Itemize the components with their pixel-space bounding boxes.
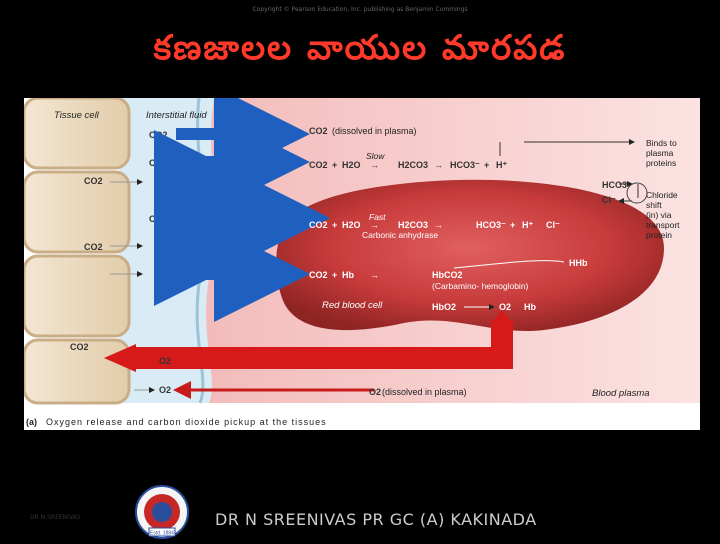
svg-text:→: → [434,220,443,230]
co2-left-2: CO2 [149,158,168,168]
svg-text:+: + [332,220,337,230]
footer-small-text: DR N SREENIVAS [30,514,81,521]
svg-text:CO2: CO2 [309,160,328,170]
svg-text:Cl⁻: Cl⁻ [546,220,560,230]
cl-right: Cl⁻ [602,195,616,205]
label-red-blood-cell: Red blood cell [322,300,383,311]
fast-label: Fast [369,212,386,222]
co2-left-1: CO2 [149,130,168,140]
svg-text:H2CO3: H2CO3 [398,160,428,170]
svg-text:HCO3⁻: HCO3⁻ [476,220,506,230]
svg-text:Hb: Hb [342,270,354,280]
hco3-right: HCO3⁻ [602,180,632,190]
svg-text:HbO2: HbO2 [432,302,456,312]
co2-left-4: CO2 [149,214,168,224]
svg-text:H⁺: H⁺ [522,220,533,230]
left-bottom-labels: CO2 O2 O2 [70,342,171,395]
fast-equation: CO2 + H2O → H2CO3 → HCO3⁻ + H⁺ Cl⁻ [309,220,560,230]
caption-text: Oxygen release and carbon dioxide pickup… [46,417,327,427]
dissolved-co2-note: (dissolved in plasma) [332,126,417,136]
svg-text:→: → [434,160,443,170]
carbonic-anhydrase-label: Carbonic anhydrase [362,230,438,240]
svg-text:+: + [332,270,337,280]
svg-text:CO2: CO2 [70,342,89,352]
svg-text:+: + [332,160,337,170]
hhb-link [453,260,565,269]
carbamino-equation: CO2 + Hb → HbCO2 [309,270,463,280]
slow-label: Slow [366,151,385,161]
dissolved-o2: O2 [369,387,381,397]
caption-tag: (a) [26,417,37,427]
svg-text:O2: O2 [159,385,171,395]
red-o2-arrow [134,320,513,369]
svg-text:H2O: H2O [342,220,361,230]
svg-text:H2O: H2O [342,160,361,170]
svg-text:CO2: CO2 [309,270,328,280]
red-blood-cell [276,179,664,332]
svg-text:HCO3⁻: HCO3⁻ [450,160,480,170]
dissolved-co2: CO2 [309,126,328,136]
svg-text:CO2: CO2 [309,220,328,230]
svg-text:+: + [484,160,489,170]
svg-text:O2: O2 [159,356,171,366]
oxygen-row: HbO2 O2 Hb [432,302,536,312]
label-blood-plasma: Blood plasma [592,388,650,399]
college-logo: Estd. 1884 [133,484,191,540]
co2-left-3: CO2 [84,176,103,186]
svg-text:H⁺: H⁺ [496,160,507,170]
gas-exchange-diagram: Tissue cell Interstitial fluid Red blood… [22,86,700,430]
page-title: కణజాలల వాయుల మారపడ [153,28,567,68]
svg-text:+: + [510,220,515,230]
slow-equation: CO2 + H2O → H2CO3 → HCO3⁻ + H⁺ [309,160,507,170]
footer-text: DR N SREENIVAS PR GC (A) KAKINADA [215,510,537,529]
svg-text:→: → [370,220,379,230]
tissue-cells [22,96,131,405]
header-note: Copyright © Pearson Education, Inc. publ… [252,6,468,13]
svg-text:→: → [370,160,379,170]
blue-co2-arrows [110,86,330,322]
svg-text:Hb: Hb [524,302,536,312]
transport-protein-icon [626,182,648,204]
svg-text:→: → [370,270,379,280]
label-interstitial-fluid: Interstitial fluid [146,110,207,121]
hhb-label: HHb [569,258,588,268]
label-tissue-cell: Tissue cell [54,110,100,121]
figure-panel: Tissue cell Interstitial fluid Red blood… [22,86,700,430]
carbamino-note: (Carbamino- hemoglobin) [432,281,529,291]
co2-left-5: CO2 [84,242,103,252]
dissolved-o2-note: (dissolved in plasma) [382,387,467,397]
svg-text:H2CO3: H2CO3 [398,220,428,230]
svg-text:O2: O2 [499,302,511,312]
svg-text:HbCO2: HbCO2 [432,270,463,280]
logo-text: Estd. 1884 [150,531,174,537]
